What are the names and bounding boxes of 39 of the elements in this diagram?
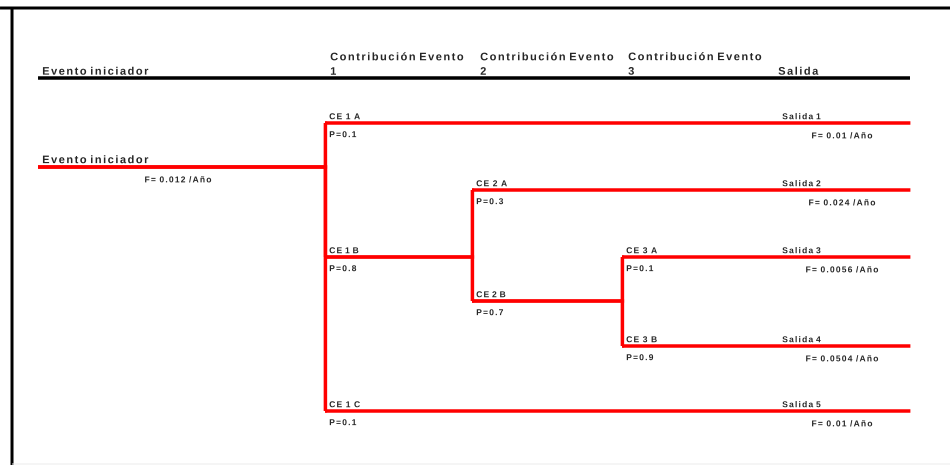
column-header: Contribución Evento 3 [628, 52, 762, 75]
branch-label: CE 1 A [330, 113, 360, 120]
outcome-label: Salida 1 [782, 113, 820, 120]
branch-label: CE 3 B [626, 336, 657, 342]
outcome-label: Salida 5 [782, 401, 820, 408]
frequency-label: F= 0.0504 /Año [806, 355, 878, 362]
probability-label: P=0.8 [330, 265, 356, 272]
tree-branch [325, 409, 910, 413]
probability-label: P=0.9 [626, 354, 654, 360]
frequency-label: F= 0.01 /Año [812, 420, 872, 427]
column-header: Contribución Evento 1 [330, 52, 464, 75]
probability-label: P=0.1 [330, 419, 356, 426]
probability-label: P=0.7 [476, 309, 504, 316]
outcome-label: Salida 2 [782, 180, 820, 186]
branch-label: CE 1 B [330, 247, 358, 254]
branch-label: CE 2 A [476, 180, 507, 186]
tree-branch [472, 299, 624, 348]
tree-branch [472, 188, 910, 192]
branch-label: CE 2 B [476, 291, 506, 298]
outcome-label: Salida 3 [782, 247, 820, 254]
initiating-event-label: Evento iniciador [42, 155, 148, 164]
outcome-label: Salida 4 [782, 336, 821, 342]
probability-label: P=0.3 [476, 198, 504, 204]
tree-branch [325, 255, 474, 303]
column-header: Contribución Evento 2 [480, 52, 614, 75]
tree-branch [622, 255, 910, 259]
frequency-label: F= 0.024 /Año [809, 199, 876, 206]
probability-label: P=0.1 [330, 131, 356, 138]
tree-branch [38, 165, 328, 413]
branch-label: CE 3 A [626, 247, 657, 254]
column-header: Salida [778, 66, 818, 75]
tree-branch [622, 344, 910, 348]
frequency-label: F= 0.0056 /Año [806, 266, 878, 273]
probability-label: P=0.1 [626, 265, 654, 272]
frequency-label: F= 0.012 /Año [145, 176, 212, 183]
branch-label: CE 1 C [330, 401, 360, 408]
tree-branch [325, 121, 910, 125]
frequency-label: F= 0.01 /Año [812, 132, 872, 139]
column-header: Evento iniciador [42, 66, 148, 75]
